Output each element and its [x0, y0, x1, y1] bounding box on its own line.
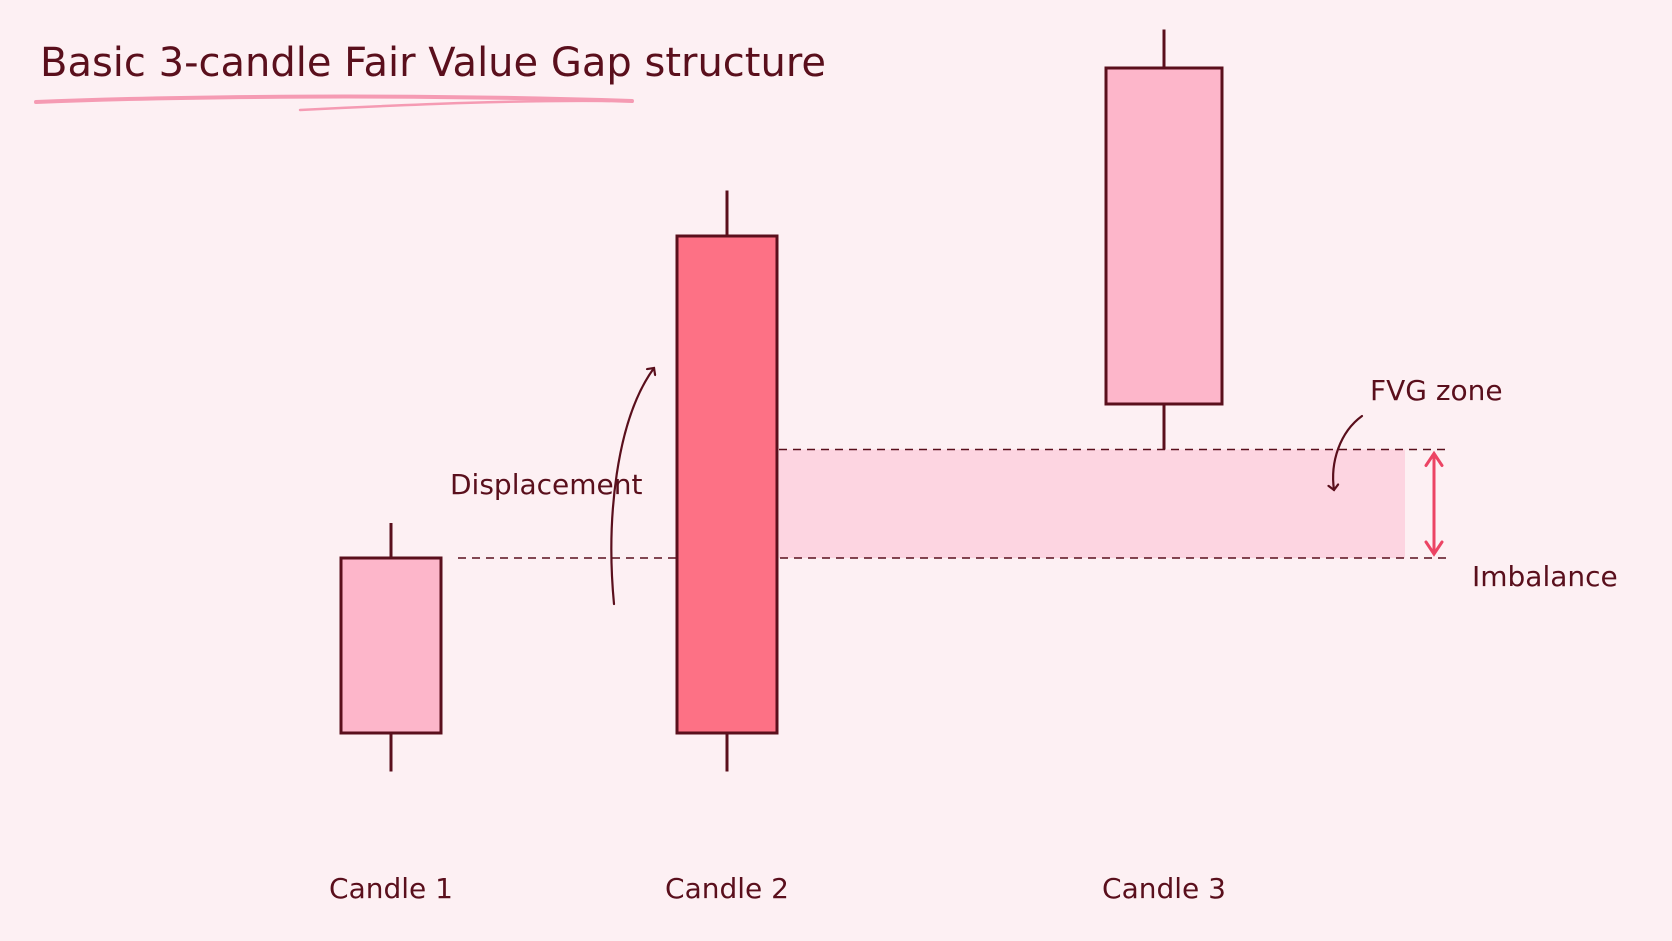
displacement-arrow	[610, 368, 654, 606]
candle-1-body	[339, 556, 443, 735]
fvg-zone-pointer-arrow	[1333, 414, 1364, 490]
imbalance-label: Imbalance	[1472, 560, 1618, 593]
candle-2-body	[675, 234, 779, 735]
imbalance-arrow-head-bottom	[1424, 540, 1444, 557]
candle-2-label: Candle 2	[665, 872, 789, 905]
imbalance-arrow-head-top	[1424, 450, 1444, 467]
title-underline-stroke-2	[298, 99, 612, 112]
candles-group	[339, 29, 1224, 772]
title-underline	[34, 94, 634, 104]
fvg-zone-area	[779, 449, 1405, 558]
fvg-zone-label: FVG zone	[1370, 374, 1503, 407]
candle-3-label: Candle 3	[1102, 872, 1226, 905]
page-title: Basic 3-candle Fair Value Gap structure	[40, 40, 826, 86]
candle-1-label: Candle 1	[329, 872, 453, 905]
candle-3-body	[1104, 66, 1224, 406]
displacement-label: Displacement	[450, 468, 643, 501]
